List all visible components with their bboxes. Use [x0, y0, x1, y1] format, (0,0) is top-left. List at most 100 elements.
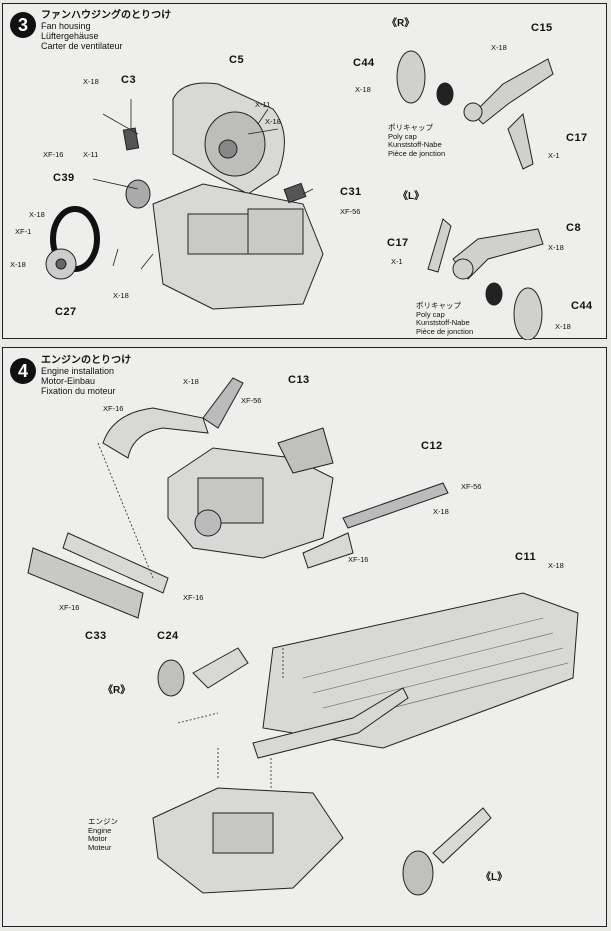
- c17-rod-l-shape: [427, 218, 452, 273]
- polycap-r-jp: ポリキャップ: [388, 123, 433, 132]
- c11-chassis-shape: [262, 592, 579, 749]
- label-l-c8: C8: [566, 222, 582, 234]
- step-3-panel: 3 ファンハウジングのとりつけ Fan housing Lüftergehäus…: [2, 3, 607, 340]
- label-c12: C12: [421, 440, 443, 452]
- step-4-panel: 4 エンジンのとりつけ Engine installation Motor-Ei…: [2, 347, 607, 927]
- label-xf1: XF-1: [15, 227, 32, 236]
- label-c31: C31: [340, 186, 362, 198]
- muffler-shape: [302, 532, 354, 569]
- polycap-r-de: Kunststoff-Nabe: [388, 140, 442, 149]
- label-x11-a: X-11: [255, 100, 271, 109]
- label-l-tag: 《L》: [398, 191, 425, 202]
- label-r: 《R》: [103, 685, 131, 696]
- engine-installation-drawing: [27, 377, 579, 896]
- label-c3: C3: [121, 74, 137, 86]
- polycap-l-fr: Pièce de jonction: [416, 326, 474, 336]
- title-french: Carter de ventilateur: [41, 41, 123, 51]
- polycap-r-fr: Pièce de jonction: [388, 148, 446, 158]
- label-r-c44: C44: [353, 57, 375, 69]
- label-xf16-left: XF-16: [59, 603, 80, 612]
- label-xf16: XF-16: [43, 150, 64, 159]
- exhaust-pipe-shape: [102, 407, 209, 459]
- label-c13: C13: [288, 374, 310, 386]
- label-c27: C27: [55, 306, 77, 318]
- title-english: Engine installation: [41, 366, 115, 376]
- label-x18-c11: X-18: [548, 561, 564, 570]
- polycap-l-shape: [485, 282, 503, 306]
- generator-shape: [125, 179, 151, 209]
- c24-bracket-shape: [62, 532, 169, 594]
- swing-arm-shape: [252, 687, 409, 759]
- title-english: Fan housing: [41, 21, 91, 31]
- engine-jp: エンジン: [88, 817, 118, 826]
- label-r-c17: C17: [566, 132, 588, 144]
- polycap-l-jp: ポリキャップ: [416, 301, 461, 310]
- fan-hub-shape: [218, 139, 238, 159]
- c15-arm-shape: [472, 58, 554, 125]
- label-c5: C5: [229, 54, 245, 66]
- label-l-c44: C44: [571, 300, 593, 312]
- title-japanese: ファンハウジングのとりつけ: [41, 10, 172, 21]
- title-japanese: エンジンのとりつけ: [41, 355, 132, 366]
- step-title: ファンハウジングのとりつけ Fan housing Lüftergehäuse …: [41, 10, 172, 52]
- label-x18-pulley: X-18: [10, 260, 26, 269]
- arm-l-shape: [432, 807, 492, 864]
- label-x18-bottom: X-18: [113, 291, 129, 300]
- c31-part-shape: [283, 182, 307, 204]
- transmission-shape: [277, 427, 334, 474]
- c17-rod-r-shape: [507, 112, 534, 170]
- polycap-r-en: Poly cap: [388, 131, 417, 141]
- engine-de: Motor: [88, 834, 108, 843]
- wheel-r-shape: [396, 50, 426, 104]
- label-l-x1: X-1: [391, 257, 403, 266]
- polycap-note-r: ポリキャップ Poly cap Kunststoff-Nabe Pièce de…: [388, 123, 446, 158]
- engine-en: Engine: [88, 825, 112, 835]
- label-x18-right: X-18: [433, 507, 449, 516]
- label-x18-top: X-18: [183, 377, 199, 386]
- label-xf56-top: XF-56: [241, 396, 262, 405]
- label-x18-c3: X-18: [83, 77, 99, 86]
- step-title: エンジンのとりつけ Engine installation Motor-Einb…: [41, 355, 132, 397]
- label-xf16-c24: XF-16: [183, 593, 204, 602]
- label-r-x1: X-1: [548, 151, 560, 160]
- wheel-l-shape: [513, 287, 543, 340]
- label-x11-b: X-11: [83, 150, 99, 159]
- label-r-x18-a: X-18: [355, 85, 371, 94]
- step-number-badge: 3: [10, 12, 36, 38]
- label-xf16-top: XF-16: [103, 404, 124, 413]
- wheel-l-shape: [402, 850, 434, 896]
- title-german: Lüftergehäuse: [41, 31, 99, 41]
- polycap-l-en: Poly cap: [416, 309, 445, 319]
- label-x18-right: X-18: [265, 117, 281, 126]
- label-r-x18-b: X-18: [491, 43, 507, 52]
- arm-r-shape: [192, 647, 249, 689]
- fan-housing-drawing: [45, 50, 554, 340]
- polycap-l-de: Kunststoff-Nabe: [416, 318, 470, 327]
- polycap-note-l: ポリキャップ Poly cap Kunststoff-Nabe Pièce de…: [416, 301, 474, 336]
- label-xf56-right: XF-56: [461, 482, 482, 491]
- title-german: Motor-Einbau: [41, 376, 96, 386]
- label-c39: C39: [53, 172, 75, 184]
- label-r-c15: C15: [531, 22, 553, 34]
- label-xf16-mid: XF-16: [348, 555, 369, 564]
- c13-axle-shape: [202, 377, 244, 429]
- c3-part-shape: [122, 127, 140, 151]
- step-number-badge: 4: [10, 358, 36, 384]
- title-french: Fixation du moteur: [41, 386, 116, 396]
- label-c24: C24: [157, 630, 179, 642]
- label-xf56: XF-56: [340, 207, 361, 216]
- c8-arm-shape: [452, 228, 544, 280]
- label-x18-left: X-18: [29, 210, 45, 219]
- label-r-tag: 《R》: [387, 18, 415, 29]
- c12-axle-shape: [342, 482, 449, 529]
- engine-note: エンジン Engine Motor Moteur: [88, 817, 118, 852]
- label-l-x18-b: X-18: [555, 322, 571, 331]
- label-c11: C11: [515, 551, 537, 563]
- label-l-c17: C17: [387, 237, 409, 249]
- wheel-r-shape: [157, 659, 185, 697]
- c33-cover-shape: [27, 547, 144, 619]
- label-c33: C33: [85, 630, 107, 642]
- label-l: 《L》: [481, 872, 508, 883]
- engine-fr: Moteur: [88, 842, 112, 852]
- polycap-r-shape: [436, 82, 454, 106]
